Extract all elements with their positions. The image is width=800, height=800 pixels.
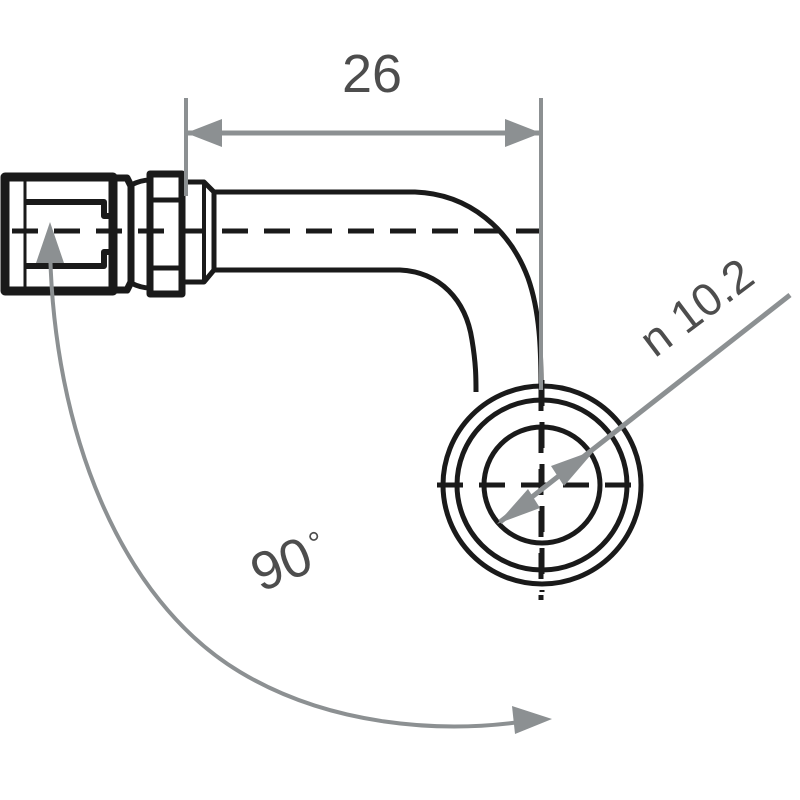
hose-outer-wall (214, 189, 544, 390)
crimp-socket (0, 172, 118, 296)
diameter-arrow-inner-right (551, 450, 595, 486)
angle-arc-leader (36, 222, 552, 734)
angle-arrow-end (512, 706, 552, 734)
hex-nut (146, 170, 186, 298)
angle-arrow-start (36, 222, 64, 263)
bend-angle-label-group: 90° (242, 519, 336, 604)
bend-angle-label: 90° (242, 519, 336, 603)
diameter-leader-line (498, 293, 792, 524)
bore-diameter-label-group: n 10.2 (630, 248, 763, 367)
collar-segment-a (109, 174, 135, 294)
angle-arc (48, 242, 521, 729)
fitting-outline (0, 170, 544, 393)
dimension-arrow-left (186, 119, 222, 147)
hose-inner-wall (214, 267, 479, 393)
diameter-leader (497, 293, 792, 524)
diameter-arrow-inner-left (497, 489, 540, 524)
dimension-arrow-right (505, 119, 541, 147)
bore-diameter-label: n 10.2 (630, 248, 763, 367)
length-dimension-label: 26 (342, 44, 402, 104)
length-dimension (184, 98, 543, 390)
